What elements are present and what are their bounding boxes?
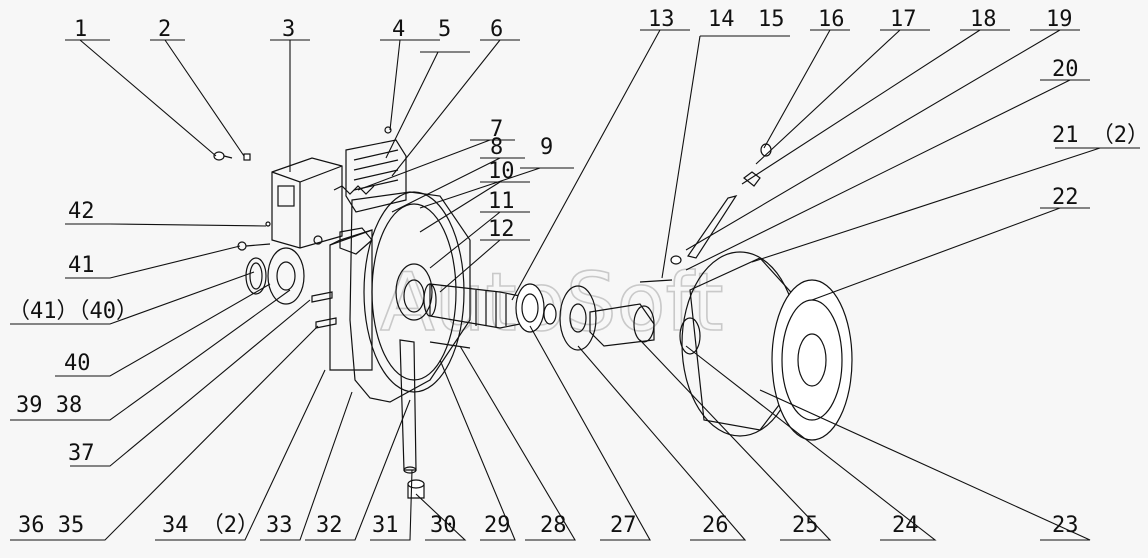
snap-ring-40 bbox=[245, 257, 267, 295]
callout-9: 9 bbox=[540, 135, 553, 160]
callout-4: 4 bbox=[392, 17, 405, 42]
callout-32: 32 bbox=[316, 513, 343, 538]
callout-36-35: 36 35 bbox=[18, 513, 84, 538]
callout-40: 40 bbox=[64, 351, 91, 376]
callout-2: 2 bbox=[158, 17, 171, 42]
callouts-left: 42 41 （41）（40） 40 39 38 37 bbox=[8, 199, 138, 466]
callout-7: 7 bbox=[490, 117, 503, 142]
bearing-27 bbox=[515, 283, 557, 333]
callout-23: 23 bbox=[1052, 513, 1079, 538]
callout-41-40: （41）（40） bbox=[8, 299, 138, 324]
callout-42: 42 bbox=[68, 199, 95, 224]
shift-lever bbox=[399, 339, 417, 474]
callout-18: 18 bbox=[970, 7, 997, 32]
cover-3 bbox=[271, 157, 343, 249]
callout-28: 28 bbox=[540, 513, 567, 538]
callout-31: 31 bbox=[372, 513, 399, 538]
callout-24: 24 bbox=[892, 513, 919, 538]
leader-lines bbox=[10, 29, 1140, 541]
callout-39-38: 39 38 bbox=[16, 393, 82, 418]
callout-6: 6 bbox=[490, 17, 503, 42]
callout-10: 10 bbox=[488, 159, 515, 184]
callout-30: 30 bbox=[430, 513, 457, 538]
flange-39 bbox=[267, 247, 305, 305]
callout-19: 19 bbox=[1046, 7, 1073, 32]
callouts-bottom: 36 35 34 （2） 33 32 31 30 29 28 27 26 25 … bbox=[18, 513, 1079, 538]
callout-34: 34 （2） bbox=[162, 513, 259, 538]
callout-12: 12 bbox=[488, 217, 515, 242]
callout-16: 16 bbox=[818, 7, 845, 32]
cooler-6 bbox=[345, 126, 407, 213]
sleeve-26 bbox=[559, 285, 597, 351]
callout-1: 1 bbox=[74, 17, 87, 42]
callout-26: 26 bbox=[702, 513, 729, 538]
callouts-top: 1 2 3 4 5 6 7 8 9 10 11 12 13 14 15 16 1… bbox=[74, 7, 1148, 242]
callout-33: 33 bbox=[266, 513, 293, 538]
callout-11: 11 bbox=[488, 189, 515, 214]
clutch-disc-22 bbox=[771, 279, 853, 441]
callout-22: 22 bbox=[1052, 185, 1079, 210]
callout-27: 27 bbox=[610, 513, 637, 538]
bushing-30 bbox=[407, 479, 425, 499]
release-bearing-25 bbox=[589, 303, 655, 347]
callout-29: 29 bbox=[484, 513, 511, 538]
callout-8: 8 bbox=[490, 135, 503, 160]
callout-15: 15 bbox=[758, 7, 785, 32]
spring-7 bbox=[333, 185, 375, 195]
watermark: AutoSoft bbox=[380, 256, 724, 349]
callout-25: 25 bbox=[792, 513, 819, 538]
pin-28 bbox=[429, 341, 471, 349]
small-parts-1-2 bbox=[213, 151, 271, 227]
callout-17: 17 bbox=[890, 7, 917, 32]
callout-13: 13 bbox=[648, 7, 675, 32]
callout-37: 37 bbox=[68, 441, 95, 466]
callout-5: 5 bbox=[438, 17, 451, 42]
callout-21: 21 （2） bbox=[1052, 123, 1148, 148]
clutch-housing bbox=[329, 191, 471, 403]
callout-20: 20 bbox=[1052, 57, 1079, 82]
callout-41: 41 bbox=[68, 253, 95, 278]
bolt-35 bbox=[311, 291, 337, 329]
callout-14: 14 bbox=[708, 7, 735, 32]
callout-3: 3 bbox=[282, 17, 295, 42]
